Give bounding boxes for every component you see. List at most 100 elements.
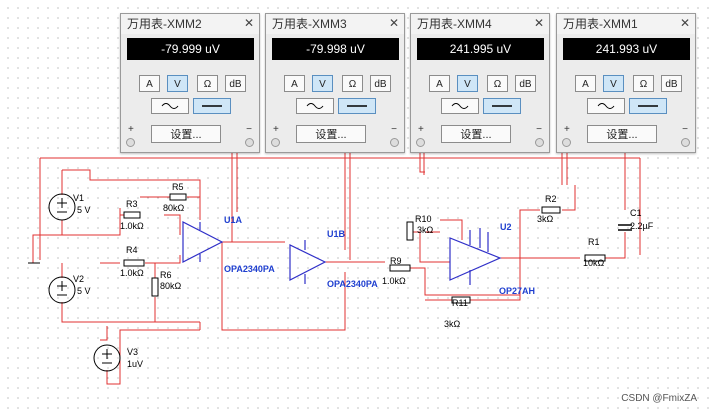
plus-terminal[interactable]: [562, 138, 571, 147]
label-v1-value: 5 V: [77, 205, 91, 215]
mode-v-button[interactable]: V: [457, 75, 478, 92]
label-u1a: U1A: [224, 215, 243, 225]
mode-v-button[interactable]: V: [603, 75, 624, 92]
label-r4-value: 1.0kΩ: [120, 268, 144, 278]
meter-title: 万用表-XMM1: [557, 14, 695, 34]
label-v3-value: 1uV: [127, 359, 144, 369]
minus-terminal[interactable]: [681, 138, 690, 147]
mode-ohm-button[interactable]: Ω: [197, 75, 218, 92]
meter-xmm1[interactable]: 万用表-XMM1 ✕ 241.993 uV A V Ω dB + 设置... −: [556, 13, 696, 153]
close-icon[interactable]: ✕: [533, 16, 544, 30]
mode-ohm-button[interactable]: Ω: [342, 75, 363, 92]
label-u1b: U1B: [327, 229, 346, 239]
resistor-r5: [169, 193, 187, 201]
label-r3-value: 1.0kΩ: [120, 221, 144, 231]
plus-label: +: [418, 124, 424, 135]
label-r9: R9: [390, 256, 402, 266]
mode-ohm-button[interactable]: Ω: [487, 75, 508, 92]
dc-wave-button[interactable]: [629, 98, 667, 114]
plus-terminal[interactable]: [416, 138, 425, 147]
label-u2: U2: [500, 222, 512, 232]
label-r9-value: 1.0kΩ: [382, 276, 406, 286]
capacitor-c1: [618, 224, 632, 231]
plus-terminal[interactable]: [126, 138, 135, 147]
close-icon[interactable]: ✕: [243, 16, 254, 30]
label-r5: R5: [172, 182, 184, 192]
source-v3[interactable]: [93, 344, 121, 372]
meter-xmm4[interactable]: 万用表-XMM4 ✕ 241.995 uV A V Ω dB + 设置... −: [410, 13, 550, 153]
label-v3: V3: [127, 347, 139, 357]
mode-db-button[interactable]: dB: [661, 75, 682, 92]
label-r1: R1: [588, 237, 600, 247]
mode-a-button[interactable]: A: [284, 75, 305, 92]
minus-label: −: [536, 124, 542, 135]
label-r2: R2: [545, 194, 557, 204]
ac-wave-button[interactable]: [296, 98, 334, 114]
meter-display: 241.995 uV: [417, 38, 544, 60]
mode-a-button[interactable]: A: [139, 75, 160, 92]
top-wire: [39, 157, 641, 260]
source-v1[interactable]: [48, 193, 76, 221]
plus-label: +: [128, 124, 134, 135]
resistor-r10: [406, 221, 414, 241]
settings-button[interactable]: 设置...: [296, 125, 366, 143]
ac-wave-button[interactable]: [151, 98, 189, 114]
plus-terminal[interactable]: [271, 138, 280, 147]
meter-title: 万用表-XMM4: [411, 14, 549, 34]
minus-terminal[interactable]: [535, 138, 544, 147]
settings-button[interactable]: 设置...: [587, 125, 657, 143]
minus-label: −: [246, 124, 252, 135]
mode-ohm-button[interactable]: Ω: [633, 75, 654, 92]
minus-terminal[interactable]: [390, 138, 399, 147]
close-icon[interactable]: ✕: [679, 16, 690, 30]
watermark: CSDN @FmixZA: [621, 393, 697, 404]
resistor-r4: [123, 259, 145, 267]
label-v2-value: 5 V: [77, 286, 91, 296]
label-r11: R11: [452, 298, 468, 308]
source-v2[interactable]: [48, 276, 76, 304]
label-r6-value: 80kΩ: [160, 281, 182, 291]
mode-a-button[interactable]: A: [575, 75, 596, 92]
settings-button[interactable]: 设置...: [151, 125, 221, 143]
label-r2-value: 3kΩ: [537, 214, 554, 224]
settings-button[interactable]: 设置...: [441, 125, 511, 143]
label-r6: R6: [160, 270, 172, 280]
mode-a-button[interactable]: A: [429, 75, 450, 92]
resistor-r1: [584, 254, 606, 262]
ac-wave-icon: [451, 103, 469, 109]
mode-v-button[interactable]: V: [312, 75, 333, 92]
ac-wave-button[interactable]: [587, 98, 625, 114]
meter-xmm2[interactable]: 万用表-XMM2 ✕ -79.999 uV A V Ω dB + 设置... −: [120, 13, 260, 153]
opamp-u1a: [182, 221, 224, 263]
resistor-r9: [389, 264, 411, 272]
minus-terminal[interactable]: [245, 138, 254, 147]
mode-v-button[interactable]: V: [167, 75, 188, 92]
label-r4: R4: [126, 245, 138, 255]
label-u2-part: OP27AH: [499, 286, 536, 296]
dc-wave-button[interactable]: [193, 98, 231, 114]
label-c1: C1: [630, 208, 642, 218]
meter-xmm3[interactable]: 万用表-XMM3 ✕ -79.998 uV A V Ω dB + 设置... −: [265, 13, 405, 153]
resistor-r3: [123, 211, 141, 219]
label-v2: V2: [73, 274, 85, 284]
dc-line-icon: [347, 105, 367, 107]
opamp-u2: [449, 237, 502, 281]
label-r10: R10: [415, 214, 432, 224]
dc-wave-button[interactable]: [338, 98, 376, 114]
ac-wave-icon: [161, 103, 179, 109]
ac-wave-button[interactable]: [441, 98, 479, 114]
mode-db-button[interactable]: dB: [515, 75, 536, 92]
resistor-r2: [541, 206, 561, 214]
opamp-u1b: [289, 244, 327, 281]
mode-db-button[interactable]: dB: [225, 75, 246, 92]
ac-wave-icon: [306, 103, 324, 109]
label-r5-value: 80kΩ: [163, 203, 185, 213]
meter-title: 万用表-XMM3: [266, 14, 404, 34]
mode-db-button[interactable]: dB: [370, 75, 391, 92]
label-c1-value: 2.2µF: [630, 221, 654, 231]
close-icon[interactable]: ✕: [388, 16, 399, 30]
label-u1b-part: OPA2340PA: [327, 279, 378, 289]
meter-display: -79.998 uV: [272, 38, 399, 60]
label-r1-value: 10kΩ: [583, 258, 605, 268]
dc-wave-button[interactable]: [483, 98, 521, 114]
